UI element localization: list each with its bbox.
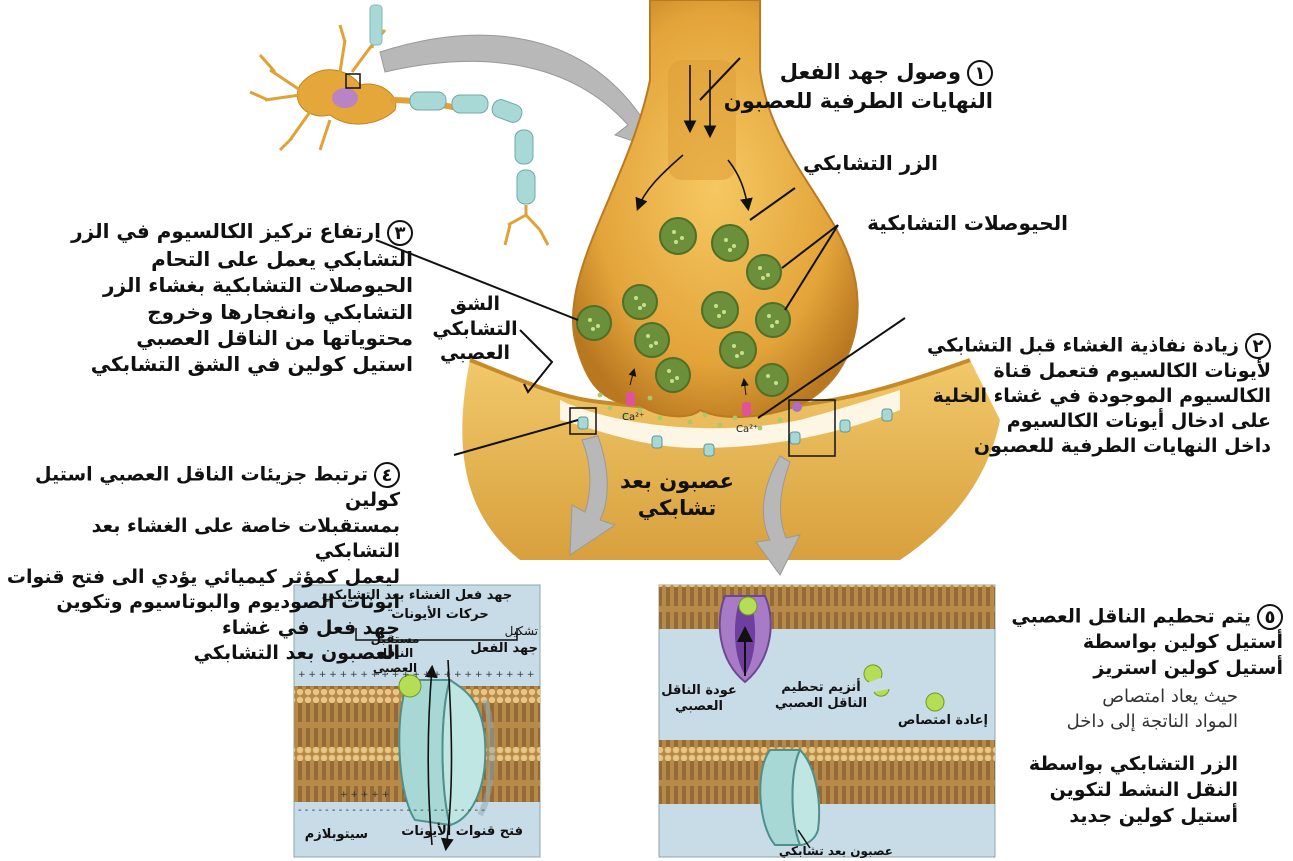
- step5-number: ٥: [1257, 604, 1283, 630]
- postsynaptic-neuron-label: عصبون بعد تشابكي: [612, 468, 742, 523]
- calcium-ion-label-right: Ca²⁺: [736, 424, 758, 435]
- step2-label: ٢زيادة نفاذية الغشاء قبل التشابكي لأيونا…: [851, 308, 1271, 459]
- synaptic-cleft-label: الشق التشابكي العصبي: [432, 292, 518, 366]
- panel-left-channels-open: فتح قنوات الأيونات: [401, 823, 523, 841]
- step1-label: ١وصول جهد الفعل النهايات الطرفية للعصبون: [663, 30, 993, 115]
- panel-left-action-potential: جهد الفعل: [470, 640, 538, 658]
- step4-number: ٤: [374, 462, 400, 488]
- panel-right-reabsorption: إعادة امتصاص: [898, 712, 988, 730]
- panel-left-plus-signs: + + + + + + + + + + + + + + + + + + + + …: [298, 670, 538, 680]
- panel-right-enzyme: أنزيم تحطيم الناقل العصبي: [766, 680, 876, 713]
- step2-text: زيادة نفاذية الغشاء قبل التشابكي لأيونات…: [927, 335, 1271, 458]
- step3-text: ارتفاع تركيز الكالسيوم في الزر التشابكي …: [71, 219, 413, 376]
- panel-left-cytoplasm: سيتوبلازم: [305, 826, 368, 844]
- panel-right-reuptake-return: عودة الناقل العصبي: [659, 683, 739, 716]
- panel-left-formation: تشكيل: [505, 623, 538, 639]
- step4-label: ٤ترتبط جزيئات الناقل العصبي استيل كولين …: [0, 437, 400, 667]
- panel-left-ion-movements: حركات الأيونات: [380, 606, 500, 624]
- step1-number: ١: [967, 60, 993, 86]
- step3-number: ٣: [387, 220, 413, 246]
- step1-text: وصول جهد الفعل النهايات الطرفية للعصبون: [724, 60, 993, 112]
- postsynaptic-channel: [760, 750, 819, 845]
- reabsorption-molecule: [926, 693, 944, 711]
- step3-label: ٣ارتفاع تركيز الكالسيوم في الزر التشابكي…: [0, 192, 413, 378]
- panel-left-receptor: مستقبل الناقل العصبي: [352, 632, 438, 675]
- step5-text-a: يتم تحطيم الناقل العصبي أستيل كولين بواس…: [1011, 605, 1283, 679]
- step5-text-b: حيث يعاد امتصاص المواد الناتجة إلى داخل: [1067, 684, 1238, 734]
- panel-left-minus-signs: - - - - - - - - - - - - - - - - - - - - …: [298, 805, 538, 816]
- step2-number: ٢: [1245, 333, 1271, 359]
- step5-text-c: الزر التشابكي بواسطة النقل النشط لتكوين …: [1029, 752, 1238, 829]
- synaptic-vesicles-label: الحيوصلات التشابكية: [867, 210, 1068, 237]
- panel-left-title: جهد فعل الغشاء بعد التشابكي: [296, 587, 538, 605]
- panel-left-plus-bottom: + + + + +: [340, 790, 389, 800]
- synaptic-knob-label: الزر التشابكي: [803, 150, 938, 177]
- calcium-ion-label-left: Ca²⁺: [622, 412, 644, 423]
- panel-right-postsynaptic-neuron: عصبون بعد تشابكي: [779, 843, 893, 859]
- step5-label: ٥يتم تحطيم الناقل العصبي أستيل كولين بوا…: [993, 578, 1283, 682]
- step4-text: ترتبط جزيئات الناقل العصبي استيل كولين ب…: [7, 464, 400, 664]
